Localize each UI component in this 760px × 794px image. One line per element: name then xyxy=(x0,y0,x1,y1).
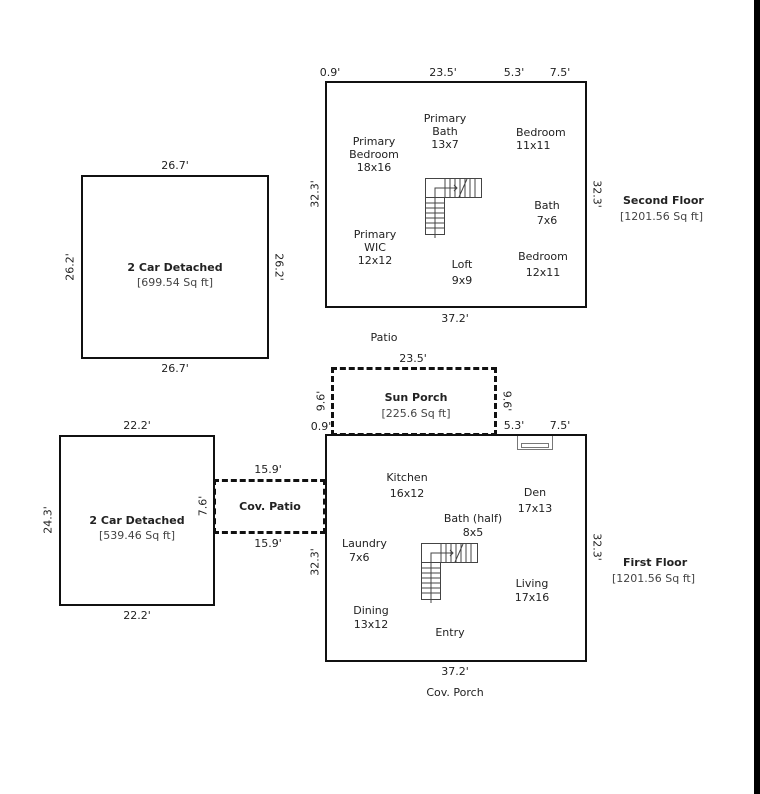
dim-right: 32.3' xyxy=(590,533,604,561)
dim-top-2: 7.5' xyxy=(549,419,571,432)
garage-upper-area: [699.54 Sq ft] xyxy=(136,276,214,289)
dim-top: 22.2' xyxy=(123,419,151,432)
cov-porch-label: Cov. Porch xyxy=(426,686,484,699)
dim-right: 9.6' xyxy=(500,390,514,412)
cov-patio-outline xyxy=(213,479,326,534)
first-floor-area: [1201.56 Sq ft] xyxy=(612,572,696,585)
dim-offset: 0.9' xyxy=(310,420,332,433)
fireplace-icon xyxy=(517,436,553,450)
dim-bottom: 26.7' xyxy=(161,362,189,375)
first-floor-outline xyxy=(325,434,587,662)
dim-left: 7.6' xyxy=(196,495,210,517)
dim-right: 26.2' xyxy=(272,253,286,281)
dim-left: 32.3' xyxy=(308,180,322,208)
dim-top: 26.7' xyxy=(161,159,189,172)
dim-left: 24.3' xyxy=(41,506,55,534)
cov-patio-title: Cov. Patio xyxy=(239,500,301,513)
garage-upper-title: 2 Car Detached xyxy=(127,261,223,274)
dim-top-1: 0.9' xyxy=(319,66,341,79)
stairs-icon xyxy=(421,543,478,603)
dim-right: 32.3' xyxy=(590,180,604,208)
dim-bottom: 37.2' xyxy=(441,665,469,678)
sun-porch-title: Sun Porch xyxy=(384,391,448,404)
second-floor-area: [1201.56 Sq ft] xyxy=(620,210,704,223)
room-entry: Entry xyxy=(435,626,465,639)
dim-top-2: 23.5' xyxy=(429,66,457,79)
dim-left: 26.2' xyxy=(63,253,77,281)
sun-porch-area: [225.6 Sq ft] xyxy=(381,407,451,420)
garage-lower-title: 2 Car Detached xyxy=(89,514,185,527)
garage-upper-outline xyxy=(81,175,269,359)
second-floor-outline xyxy=(325,81,587,308)
dim-bottom: 37.2' xyxy=(441,312,469,325)
dim-left: 32.3' xyxy=(308,548,322,576)
dim-top-4: 7.5' xyxy=(549,66,571,79)
patio-label: Patio xyxy=(370,331,398,344)
dim-top-1: 5.3' xyxy=(503,419,525,432)
page-edge-bar xyxy=(754,0,760,794)
garage-lower-area: [539.46 Sq ft] xyxy=(98,529,176,542)
dim-top: 23.5' xyxy=(399,352,427,365)
dim-left: 9.6' xyxy=(314,390,328,412)
dim-top-3: 5.3' xyxy=(503,66,525,79)
dim-bottom: 22.2' xyxy=(123,609,151,622)
second-floor-title: Second Floor xyxy=(623,194,704,207)
first-floor-title: First Floor xyxy=(623,556,688,569)
dim-bottom: 15.9' xyxy=(254,537,282,550)
stairs-icon xyxy=(425,178,482,238)
dim-top: 15.9' xyxy=(254,463,282,476)
room-bath-half: Bath (half)8x5 xyxy=(443,512,503,539)
